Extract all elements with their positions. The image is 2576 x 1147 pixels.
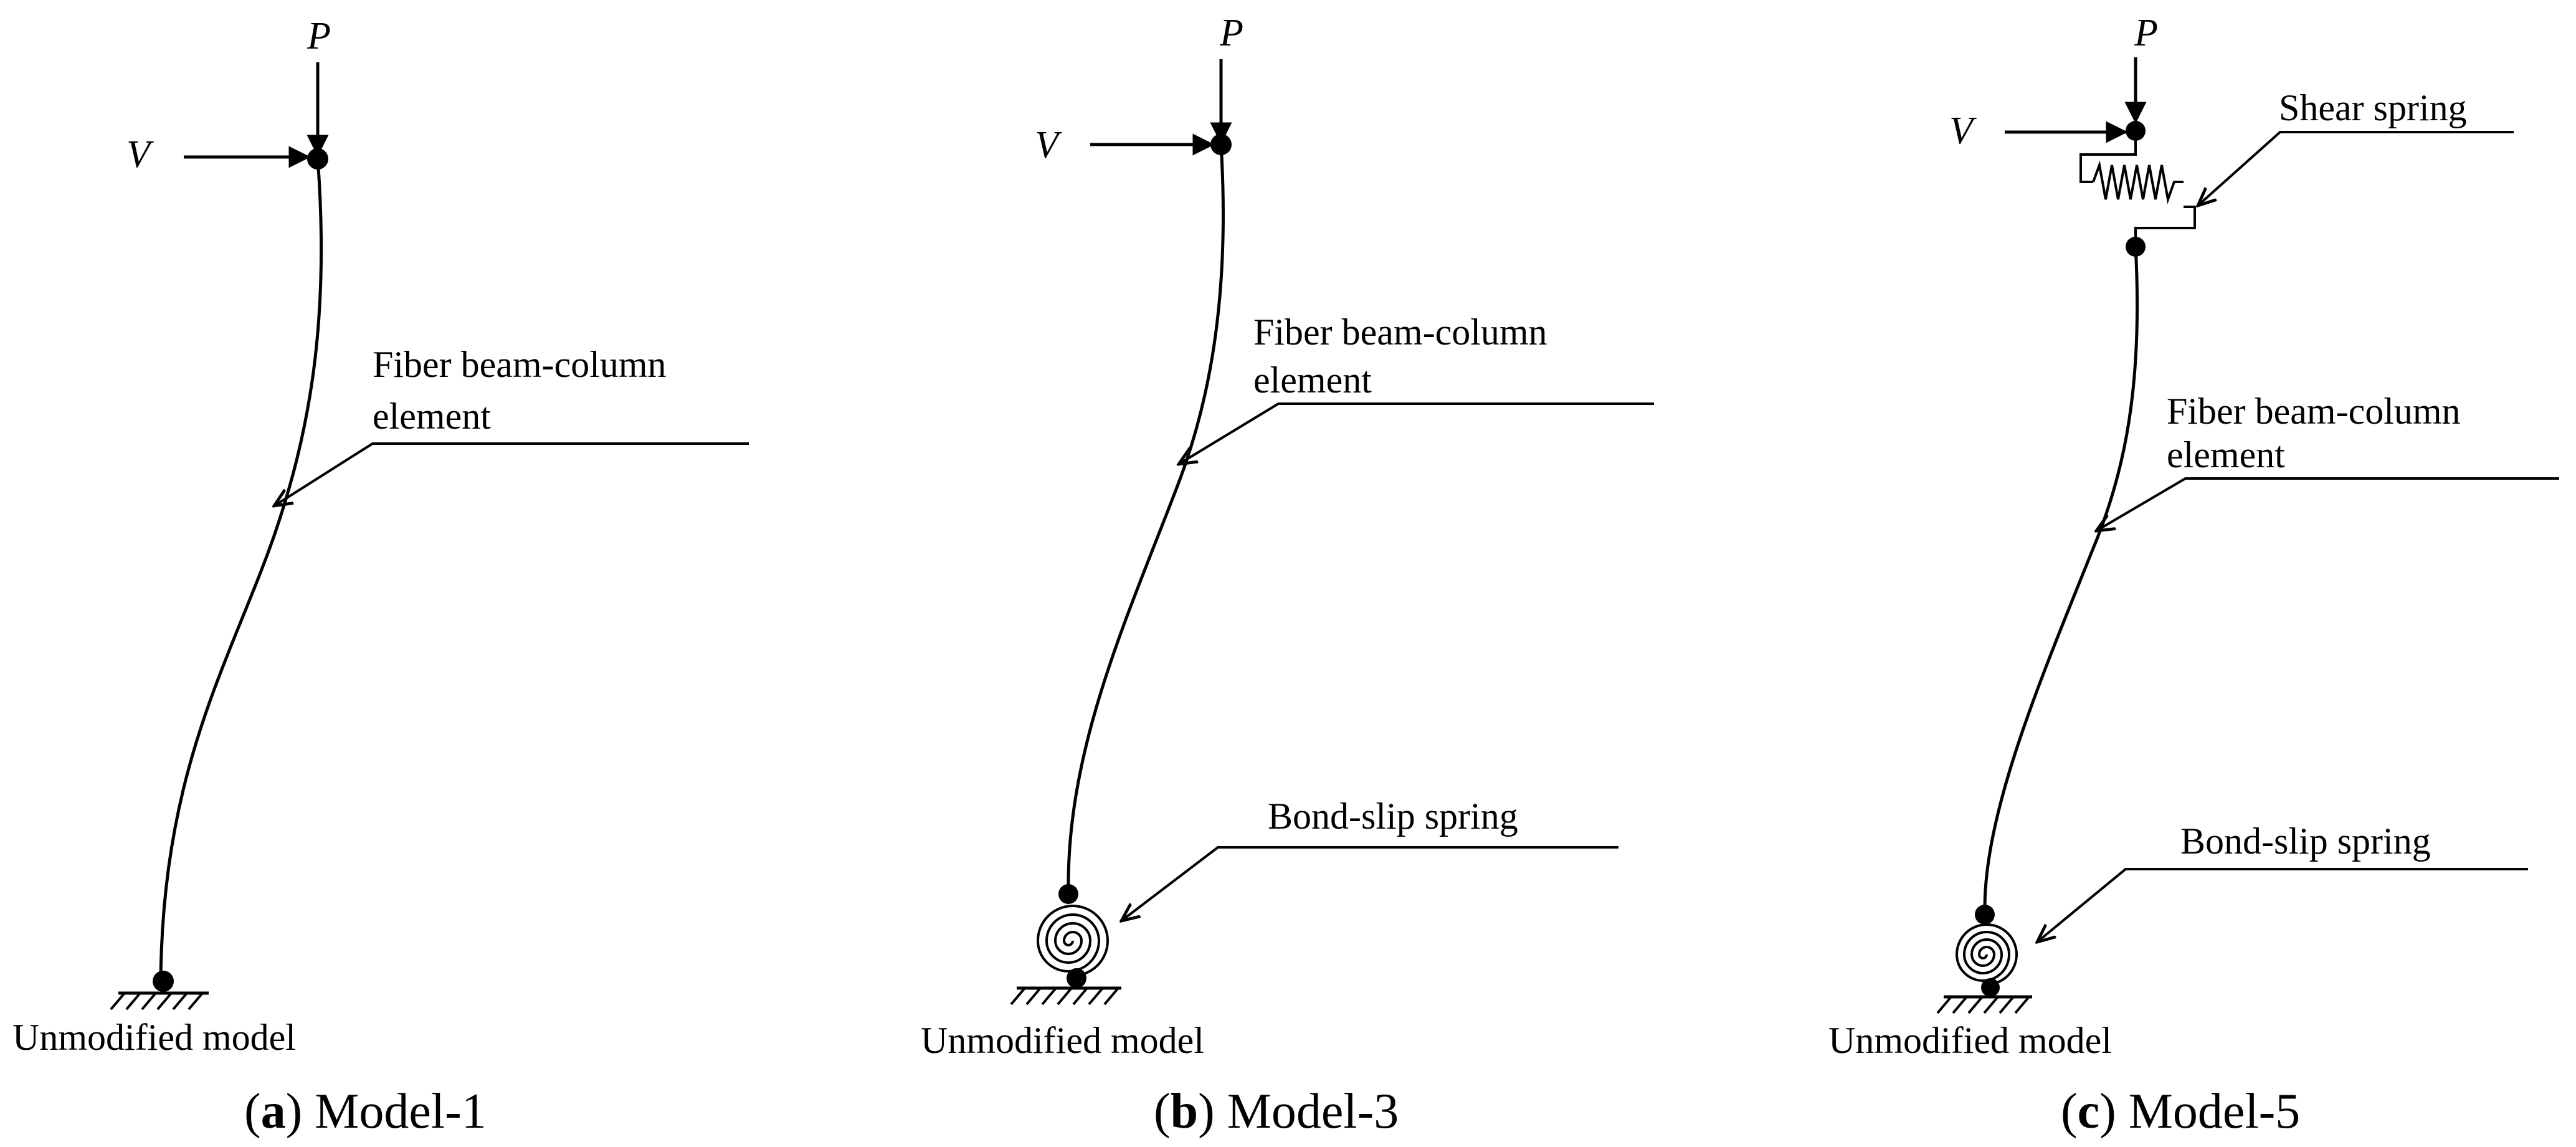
panel-c: P V Shear spring Fiber beam-column eleme… [1828,12,2559,1139]
lateral-load-label: V [1035,124,1062,166]
element-label-line1: Fiber beam-column [1253,312,1547,353]
spring-leader [1121,846,1618,921]
axial-load-label: P [307,15,331,57]
element-label-line1: Fiber beam-column [2167,391,2461,432]
base-node [1981,978,2000,997]
base-model-label: Unmodified model [12,1017,296,1058]
rotational-spring-icon [1955,923,2018,986]
caption: (b) Model-3 [1154,1084,1399,1139]
element-label-line1: Fiber beam-column [373,344,667,385]
base-model-label: Unmodified model [1828,1020,2112,1061]
caption: (c) Model-5 [2061,1084,2300,1139]
column-element [159,158,323,979]
element-leader [1179,402,1654,464]
column-element [1067,144,1225,892]
panel-a: P V Fiber beam-column element Unmodified… [12,15,749,1139]
fixed-support [1936,995,2032,1014]
base-model-label: Unmodified model [921,1020,1204,1061]
axial-load-label: P [1219,12,1243,54]
panel-b: P V Fiber beam-column element Bond-slip … [921,12,1654,1139]
rotational-spring-icon [1036,905,1110,977]
spring-top-node [1058,884,1078,904]
axial-load-label: P [2134,12,2158,54]
element-label-line2: element [2167,434,2285,475]
base-node [153,971,174,992]
spring-leader [2037,868,2528,942]
column-element [1983,246,2139,910]
fixed-support [1010,986,1121,1006]
lateral-load-label: V [126,133,154,176]
element-leader [274,442,749,506]
spring-label: Bond-slip spring [1268,796,1518,837]
spring-top-node [1975,905,1995,925]
spring-label: Bond-slip spring [2180,821,2431,862]
element-label-line2: element [373,396,491,437]
element-label-line2: element [1253,359,1372,401]
lateral-load-label: V [1949,110,1977,152]
base-node [1067,968,1086,988]
shear-spring-label: Shear spring [2279,87,2467,128]
shear-spring-leader [2198,131,2514,206]
element-leader [2096,477,2559,531]
caption: (a) Model-1 [244,1084,487,1139]
fixed-support [110,991,209,1011]
shear-spring-icon [2079,141,2196,242]
top-node [2126,121,2146,141]
